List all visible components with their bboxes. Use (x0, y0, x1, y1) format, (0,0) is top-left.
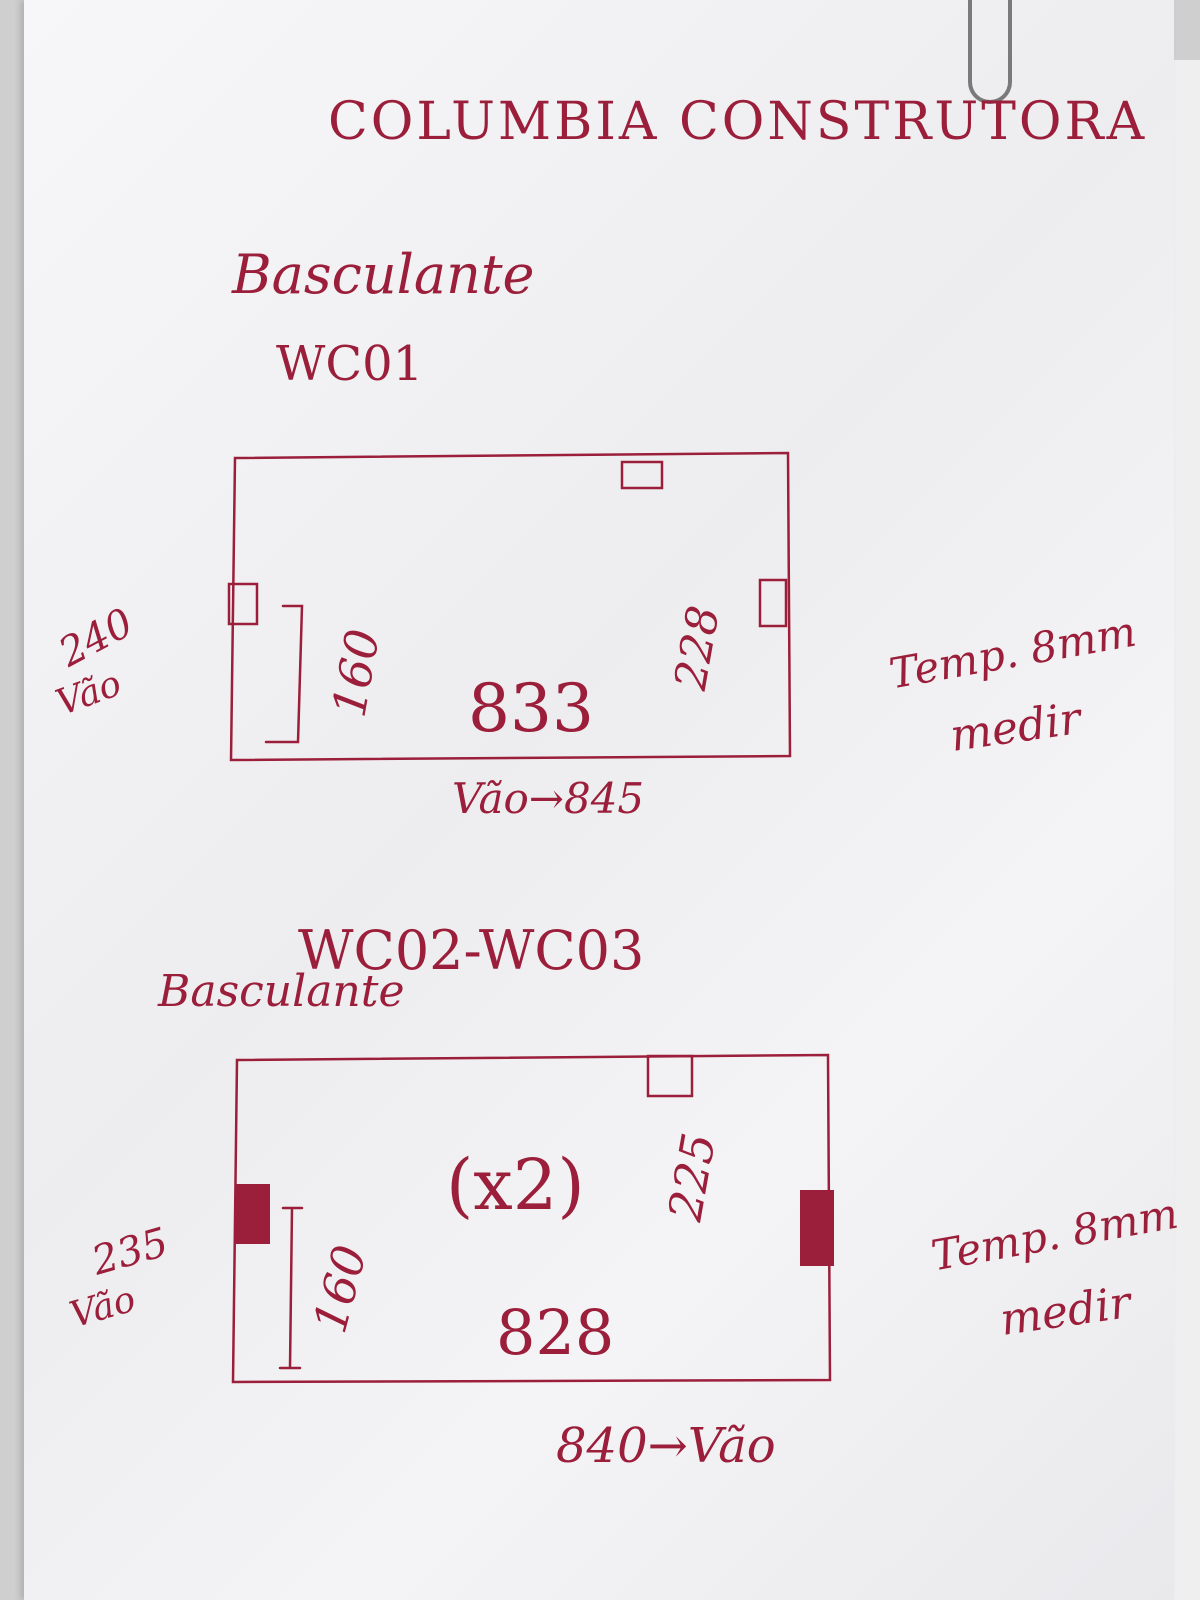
top-marker-1 (620, 460, 664, 490)
window-frame-2 (231, 1053, 832, 1384)
sketch-2-code: WC02-WC03 (298, 919, 645, 982)
sketch-1-inner-height: 160 (321, 625, 391, 721)
sketch-1-type-label: Basculante (232, 243, 535, 306)
sketch-2-type-label: Basculante (158, 966, 405, 1017)
height-bracket-1 (264, 604, 304, 744)
sketch-1-bottom-note: Vão→845 (452, 774, 645, 823)
sketch-1-width: 833 (468, 670, 594, 747)
right-hardware-1 (758, 578, 788, 628)
paper-clip (968, 0, 1012, 104)
window-frame-1 (229, 451, 792, 762)
sketch-2-quantity: (x2) (446, 1144, 585, 1226)
right-hardware-2 (800, 1190, 834, 1266)
sketch-1-code: WC01 (276, 336, 424, 392)
sketch-2-width: 828 (496, 1296, 615, 1369)
top-marker-2 (646, 1054, 694, 1098)
sketch-2-right-inner: 225 (657, 1129, 727, 1225)
paper-sheet (24, 0, 1174, 1600)
company-title: COLUMBIA CONSTRUTORA (328, 92, 1148, 152)
left-hardware-1 (227, 582, 259, 626)
sketch-2-bottom-note: 840→Vão (556, 1418, 776, 1474)
height-bracket-2 (278, 1206, 304, 1370)
left-hardware-2 (236, 1184, 270, 1244)
